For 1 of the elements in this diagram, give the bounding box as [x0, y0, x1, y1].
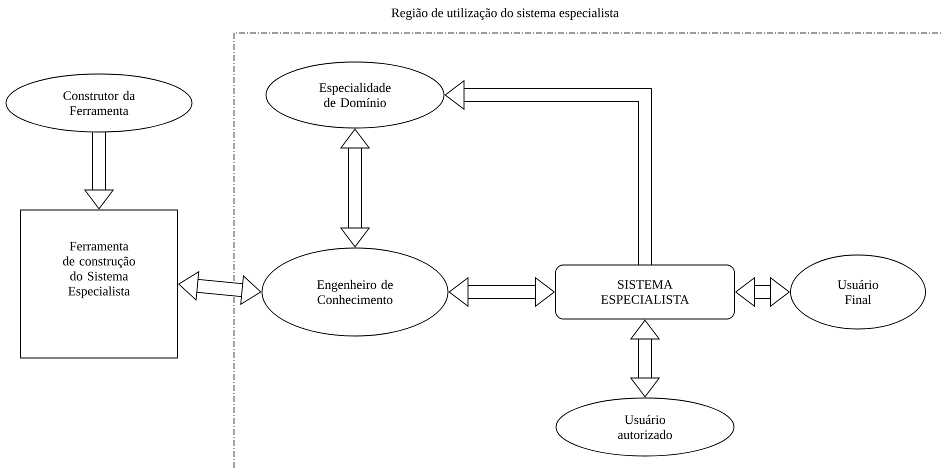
tool-box: Ferramenta de construção do Sistema Especialista	[20, 210, 178, 358]
